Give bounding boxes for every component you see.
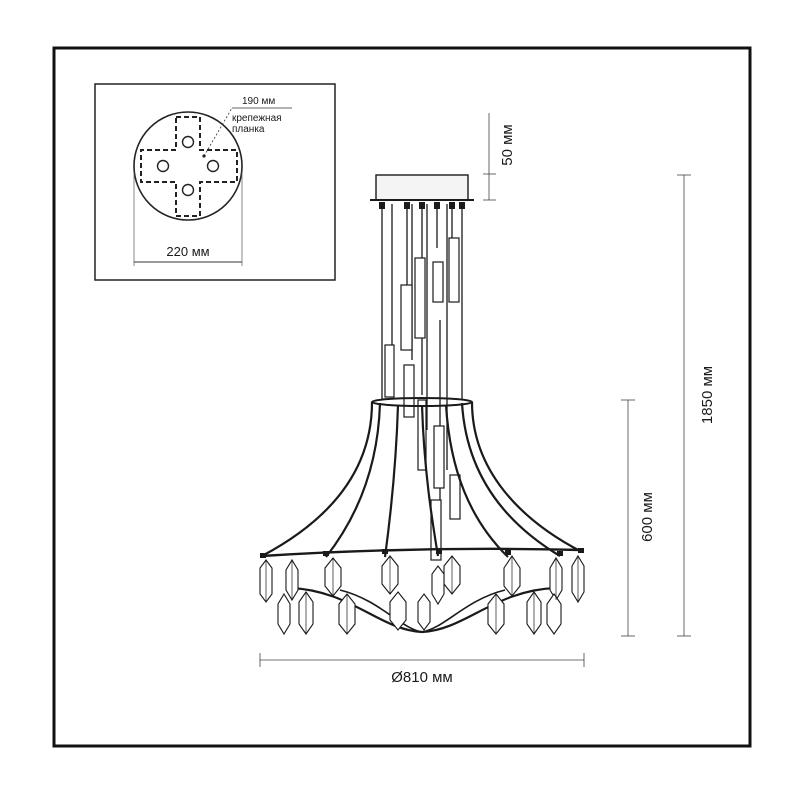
diameter-label: Ø810 мм [391,669,453,686]
crystal-pendants [259,554,585,636]
canopy-diameter-label: 220 мм [166,244,209,259]
leader-line [203,107,233,157]
lower-ring [261,547,583,558]
frame-ribs [261,401,583,558]
drawing-frame [52,46,752,748]
plate-width-label: 190 мм [242,96,275,107]
mount-hole-bottom [181,183,195,197]
canopy-height-dimension: 50 мм [483,113,516,201]
canopy [375,174,469,201]
body-height-dimension: 600 мм [621,399,656,637]
tube-lamps [384,237,461,561]
mount-hole-top [181,135,195,149]
diameter-dimension: Ø810 мм [259,653,585,686]
plate-name-label-2: планка [232,124,265,135]
rod-caps [379,202,465,209]
canopy-top-circle [133,111,243,221]
ring-joints [260,548,584,558]
leader-dot [202,154,206,158]
plate-name-label-1: крепежная [232,113,282,124]
canopy-height-label: 50 мм [499,124,516,165]
mount-hole-left [156,159,170,173]
crystal-facets [265,556,579,634]
total-height-dimension: 1850 мм [677,174,716,637]
chandelier-front-view [259,174,585,636]
inset-frame [94,83,336,281]
mount-hole-right [206,159,220,173]
mounting-plate-inset: 190 мм крепежная планка 220 мм [94,83,336,281]
total-height-label: 1850 мм [699,366,716,424]
body-height-label: 600 мм [639,492,656,542]
cross-mounting-plate [140,116,238,217]
